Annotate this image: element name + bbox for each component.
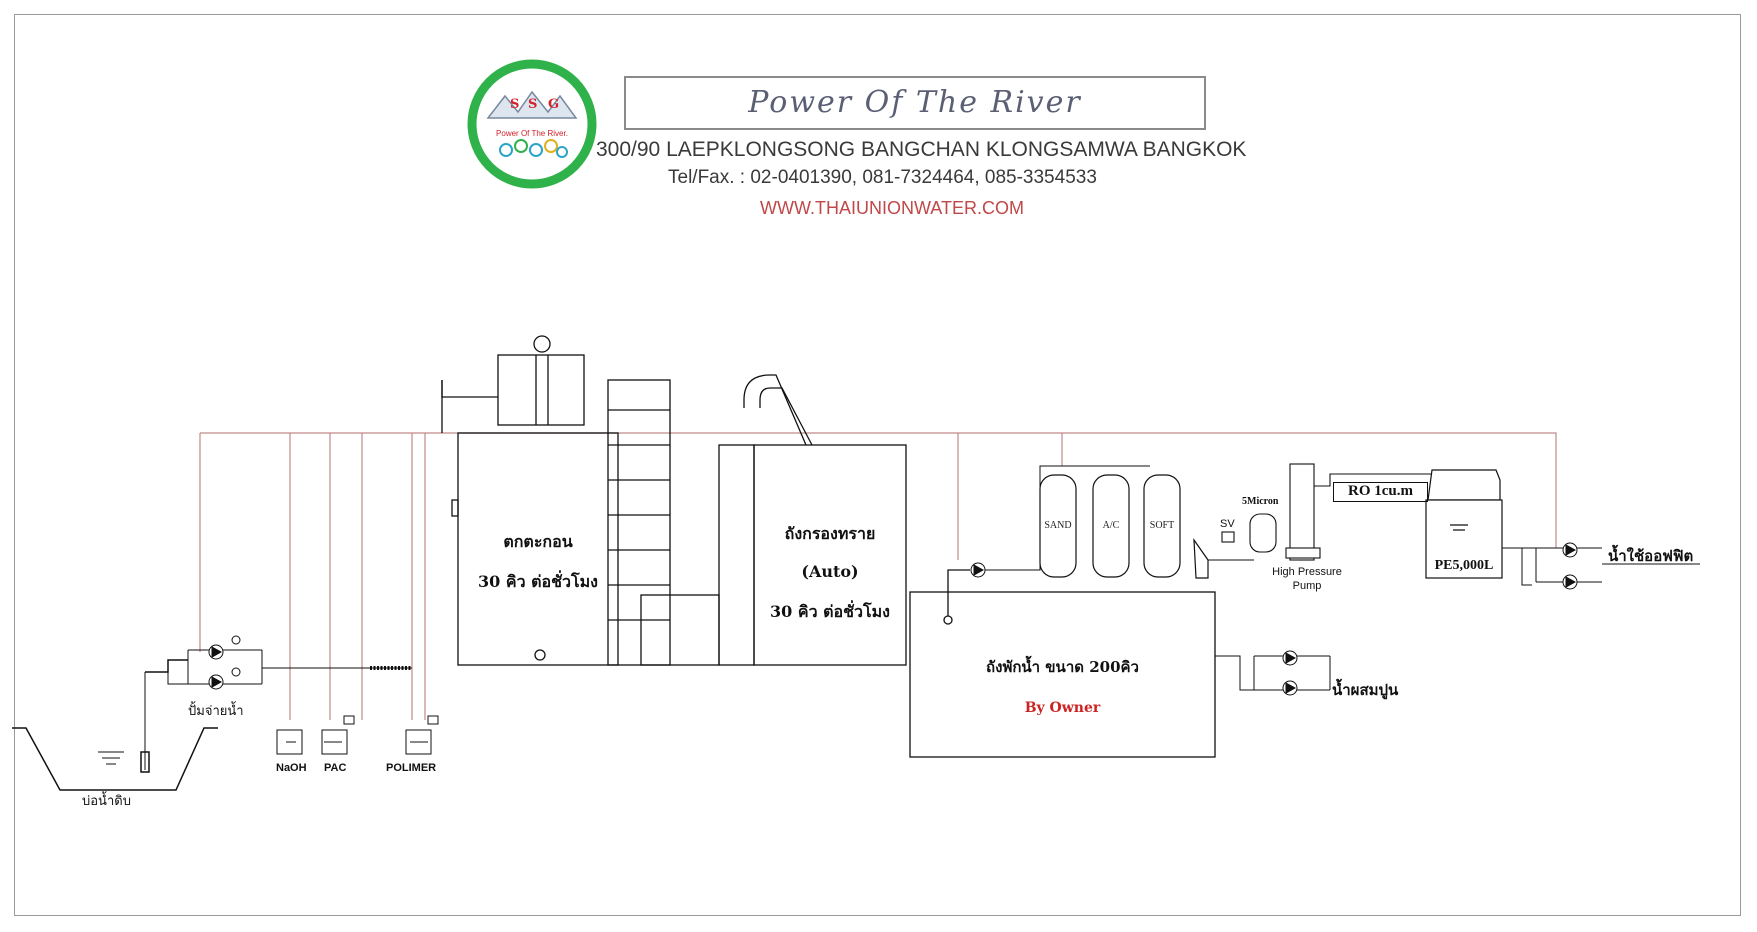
sedimentation-label: ตกตะกอน xyxy=(503,532,573,551)
soft-filter-vessel-label: SOFT xyxy=(1149,520,1175,531)
polimer-label: POLIMER xyxy=(386,762,437,774)
supply-pump-set xyxy=(167,635,412,690)
supply-pump-label: ปั้มจ่ายน้ำ xyxy=(188,704,244,719)
svg-text:S: S xyxy=(510,97,519,112)
svg-text:G: G xyxy=(548,97,559,112)
naoh-label: NaOH xyxy=(276,762,307,774)
raw-water-pond xyxy=(12,659,218,791)
ac-filter-vessel-label: A/C xyxy=(1102,520,1120,531)
ro-pretreatment xyxy=(1208,463,1433,561)
sand-filter-mode: (Auto) xyxy=(801,562,859,581)
ro-unit-label: RO 1cu.m xyxy=(1333,482,1428,502)
sedimentation-tank xyxy=(441,335,720,666)
by-owner-label: By Owner xyxy=(1024,700,1101,716)
company-website: WWW.THAIUNIONWATER.COM xyxy=(760,198,1024,218)
sand-filter-capacity: 30 คิว ต่อชั่วโมง xyxy=(770,602,890,621)
diagram-frame xyxy=(14,14,1741,916)
hp-pump-label: High Pressure Pump xyxy=(1272,566,1342,592)
company-address: 300/90 LAEPKLONGSONG BANGCHAN KLONGSAMWA… xyxy=(596,138,1247,161)
office-water-label: น้ำใช้ออฟฟิต xyxy=(1608,547,1694,565)
sand-filter-tank xyxy=(718,374,907,666)
mix-water-label: น้ำผสมปูน xyxy=(1332,681,1399,699)
sv-label: SV xyxy=(1220,518,1235,530)
company-slogan-box: Power Of The River xyxy=(624,76,1206,130)
raw-pond-label: บ่อน้ำดิบ xyxy=(82,794,131,809)
pressure-filters xyxy=(1039,474,1209,579)
storage-tank-200 xyxy=(909,569,1216,758)
top-pipe-line xyxy=(199,432,1557,720)
svg-text:S: S xyxy=(528,97,537,112)
storage-tank-label: ถังพักน้ำ ขนาด 200คิว xyxy=(986,658,1139,676)
ssg-logo: S S G Power Of The River. xyxy=(467,59,597,189)
svg-text:Power Of The River.: Power Of The River. xyxy=(496,129,568,138)
micron-label: 5Micron xyxy=(1242,496,1279,507)
sedimentation-capacity: 30 คิว ต่อชั่วโมง xyxy=(478,572,598,591)
office-pump-set xyxy=(1502,542,1700,590)
pe-tank-label: PE5,000L xyxy=(1434,558,1494,573)
company-telephone: Tel/Fax. : 02-0401390, 081-7324464, 085-… xyxy=(668,167,1097,188)
pac-label: PAC xyxy=(324,762,347,774)
sand-filter-vessel-label: SAND xyxy=(1044,520,1072,531)
chemical-tanks xyxy=(276,666,439,755)
mix-pump-set xyxy=(1215,650,1331,696)
sand-filter-label: ถังกรองทราย xyxy=(784,524,876,543)
pe-tank xyxy=(1425,469,1503,579)
